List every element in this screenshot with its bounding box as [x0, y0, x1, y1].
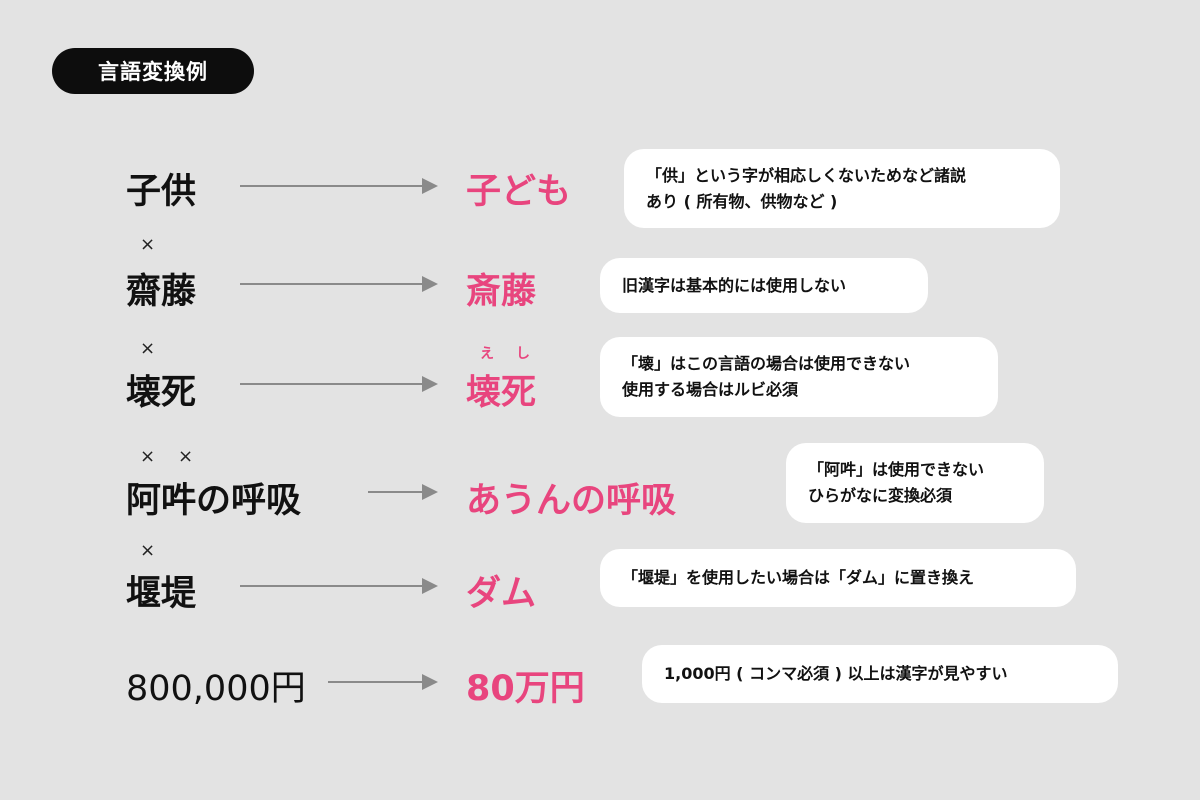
- note-bubble-1: 「供」という字が相応しくないためなど諸説 あり ( 所有物、供物など ): [624, 149, 1060, 228]
- note-line: ひらがなに変換必須: [808, 486, 953, 505]
- arrow-1: [240, 174, 440, 198]
- ruby-shi: し: [516, 346, 530, 362]
- note-bubble-5: 「堰堤」を使用したい場合は「ダム」に置き換え: [600, 549, 1076, 607]
- source-word-1: 子供: [126, 172, 197, 212]
- source-word-4: 阿吽の呼吸: [126, 481, 302, 521]
- note-bubble-2: 旧漢字は基本的には使用しない: [600, 258, 928, 313]
- arrow-4: [368, 480, 440, 504]
- note-line: 「堰堤」を使用したい場合は「ダム」に置き換え: [622, 568, 975, 588]
- note-line: 「供」という字が相応しくないためなど諸説: [646, 165, 967, 185]
- note-bubble-3: 「壊」はこの言語の場合は使用できない 使用する場合はルビ必須: [600, 337, 998, 417]
- arrow-2: [240, 272, 440, 296]
- note-line: 「壊」はこの言語の場合は使用できない: [622, 354, 911, 374]
- arrow-6: [328, 670, 440, 694]
- source-word-5: 堰堤: [126, 574, 197, 614]
- cross-mark: ×: [140, 338, 156, 359]
- cross-mark: ×: [140, 540, 156, 561]
- note-bubble-4: 「阿吽」は使用できない ひらがなに変換必須: [786, 443, 1044, 523]
- section-title-pill: 言語変換例: [52, 48, 254, 94]
- target-word-4: あうんの呼吸: [466, 481, 677, 521]
- ruby-e: え: [480, 346, 494, 362]
- target-word-1: 子ども: [466, 172, 572, 212]
- note-line: あり ( 所有物、供物など ): [646, 191, 838, 211]
- target-word-6: 80万円: [466, 669, 585, 709]
- arrow-5: [240, 574, 440, 598]
- source-word-2: 齋藤: [126, 272, 197, 312]
- target-word-3: 壊死: [466, 373, 537, 413]
- note-line: 使用する場合はルビ必須: [622, 380, 799, 399]
- target-word-5: ダム: [466, 574, 537, 614]
- note-line: 「阿吽」は使用できない: [808, 460, 985, 480]
- note-line: 旧漢字は基本的には使用しない: [622, 275, 847, 295]
- note-line: 1,000円 ( コンマ必須 ) 以上は漢字が見やすい: [664, 664, 1008, 684]
- target-word-2: 斎藤: [466, 272, 537, 312]
- cross-mark: ×: [140, 446, 156, 467]
- cross-mark: ×: [178, 446, 194, 467]
- cross-mark: ×: [140, 234, 156, 255]
- source-word-3: 壊死: [126, 373, 197, 413]
- note-bubble-6: 1,000円 ( コンマ必須 ) 以上は漢字が見やすい: [642, 645, 1118, 703]
- arrow-3: [240, 372, 440, 396]
- section-title: 言語変換例: [98, 60, 208, 84]
- source-word-6: 800,000円: [126, 669, 306, 709]
